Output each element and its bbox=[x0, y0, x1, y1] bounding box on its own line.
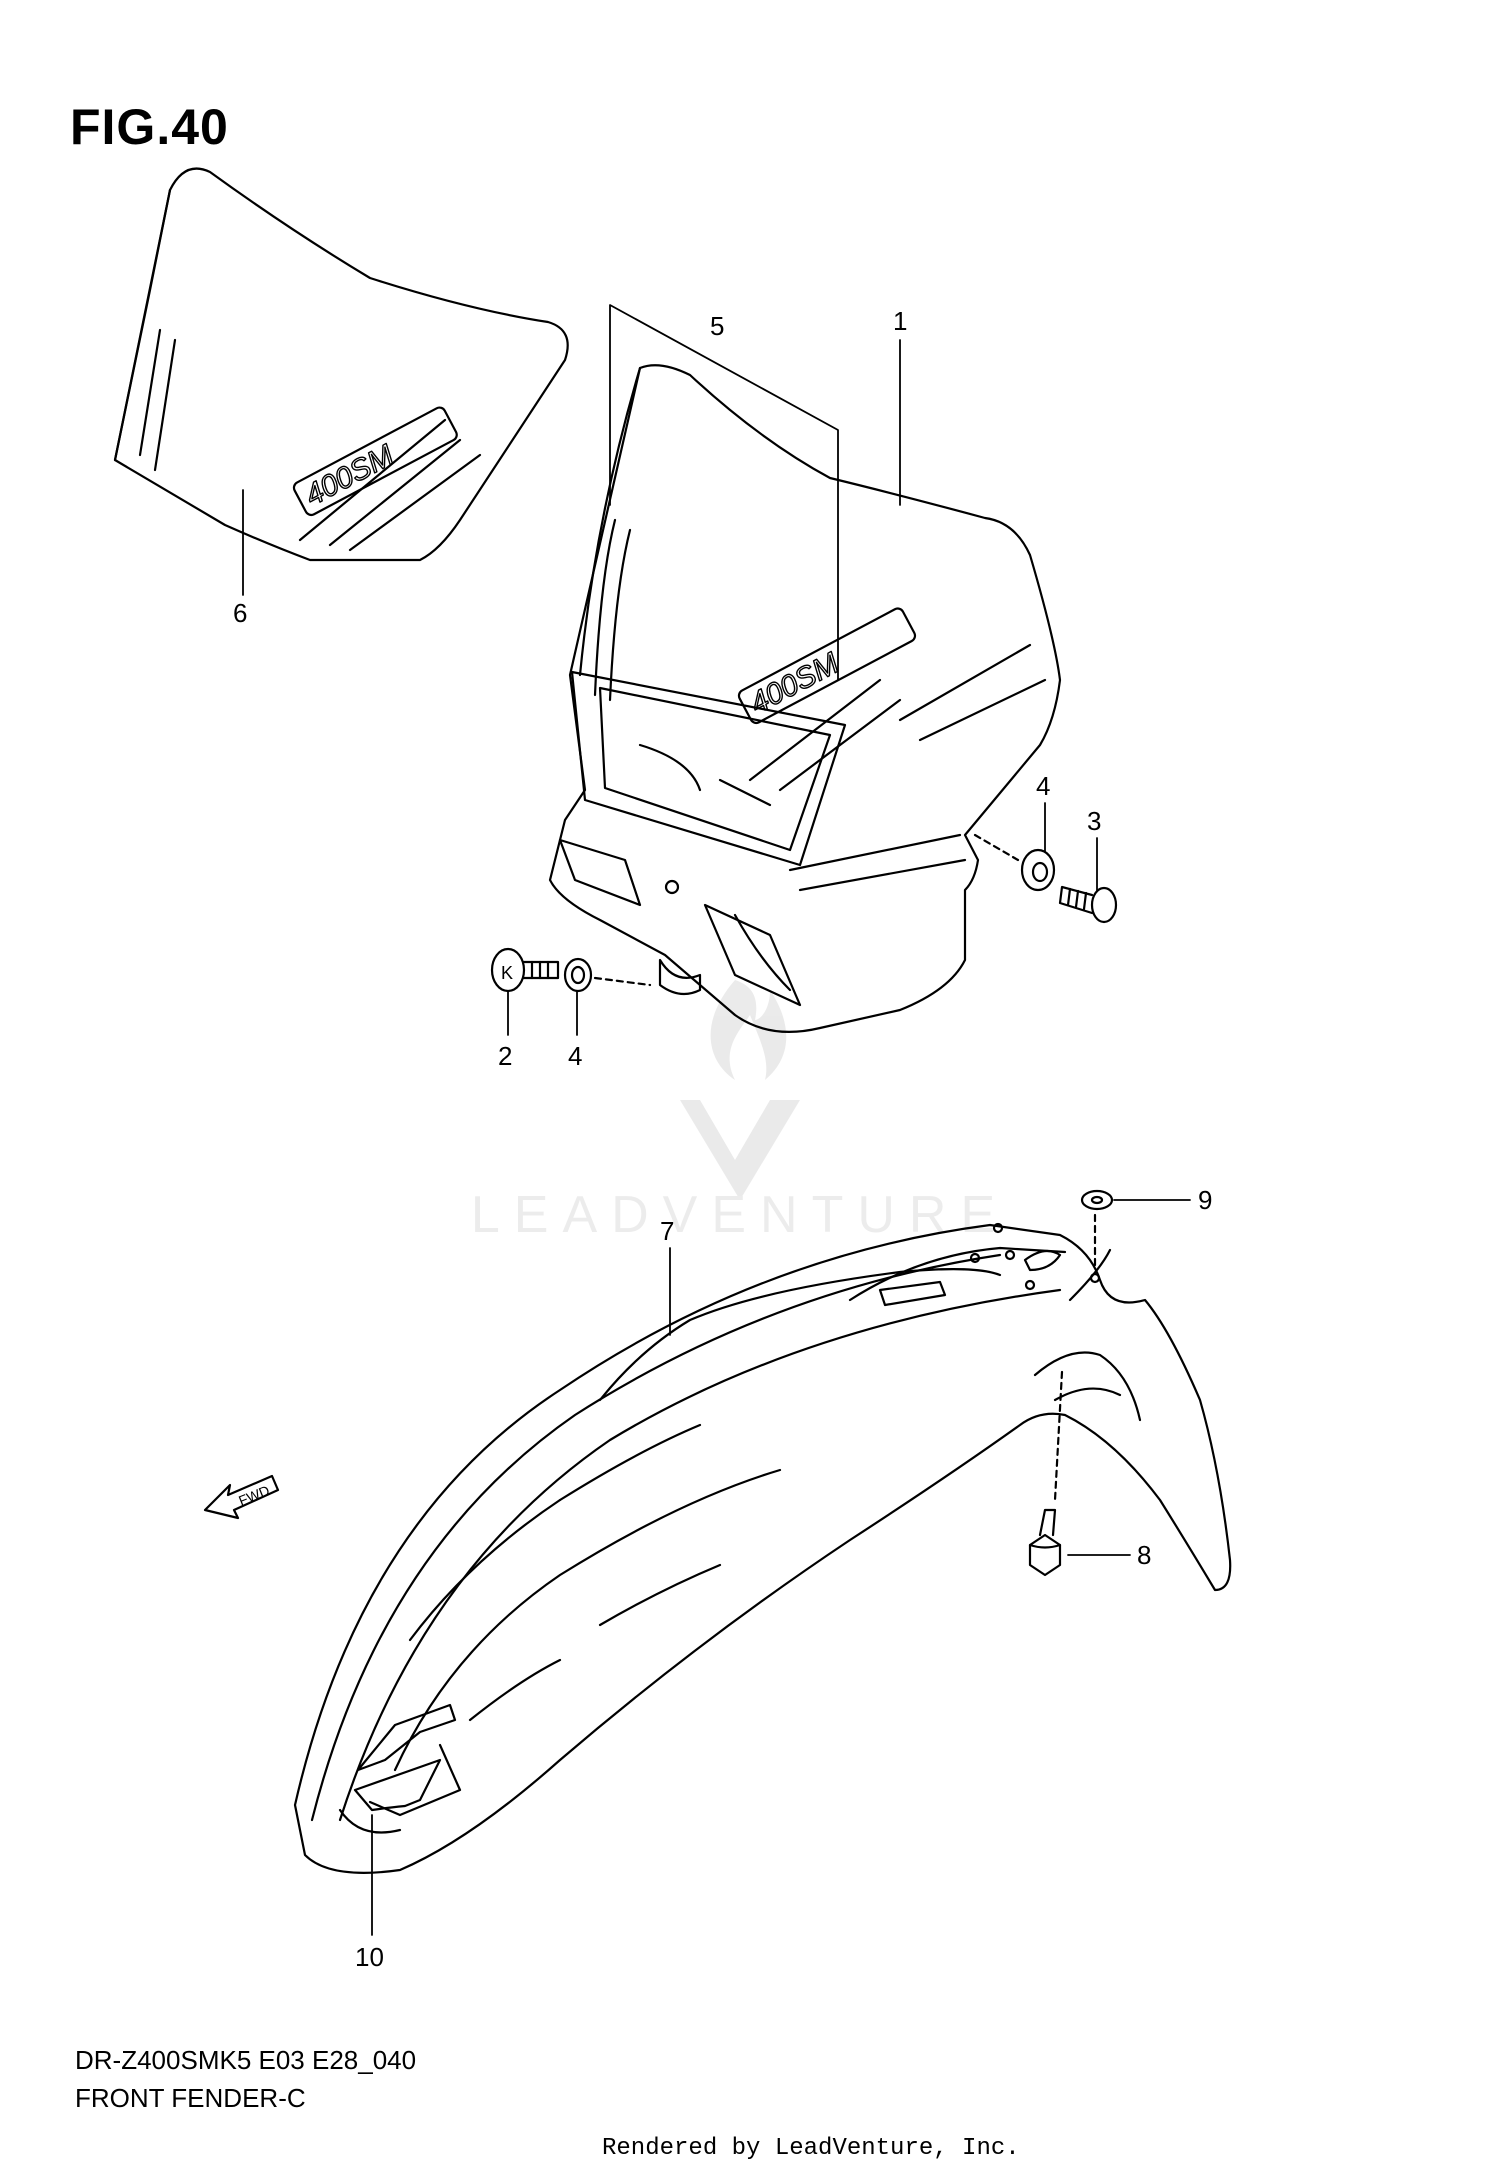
fwd-label: FWD bbox=[236, 1482, 272, 1509]
callout-3: 3 bbox=[1087, 806, 1101, 836]
headlight-cowl-part-1: 400SM bbox=[548, 364, 1062, 1033]
callout-2: 2 bbox=[498, 1041, 512, 1071]
callout-9: 9 bbox=[1198, 1185, 1212, 1215]
callout-8: 8 bbox=[1137, 1540, 1151, 1570]
bolt-part-8 bbox=[1028, 1370, 1064, 1577]
callout-10: 10 bbox=[355, 1942, 384, 1972]
grommet-part-4-right bbox=[973, 833, 1056, 892]
watermark-text: LEADVENTURE bbox=[471, 1186, 1009, 1244]
callout-labels: 1 2 3 4 4 5 6 7 8 9 10 bbox=[233, 306, 1212, 1972]
cowl-decal-text-1: 400SM bbox=[745, 647, 844, 721]
callout-4-left: 4 bbox=[568, 1041, 582, 1071]
assembly-name: FRONT FENDER-C bbox=[75, 2083, 306, 2113]
decal-set-bracket-5 bbox=[609, 304, 839, 681]
forward-direction-arrow: FWD bbox=[203, 1474, 280, 1520]
callout-6: 6 bbox=[233, 598, 247, 628]
callout-5: 5 bbox=[710, 311, 724, 341]
grommet-part-4-left bbox=[563, 957, 652, 993]
callout-4-right: 4 bbox=[1036, 771, 1050, 801]
front-fender-part-7 bbox=[293, 1222, 1232, 1874]
bolt-part-2: K bbox=[490, 947, 560, 993]
leadventure-watermark: LEADVENTURE bbox=[471, 980, 1009, 1244]
callout-1: 1 bbox=[893, 306, 907, 336]
callout-7: 7 bbox=[660, 1216, 674, 1246]
model-code: DR-Z400SMK5 E03 E28_040 bbox=[75, 2045, 417, 2075]
rendered-by-credit: Rendered by LeadVenture, Inc. bbox=[602, 2135, 1020, 2162]
visor-part-6: 400SM bbox=[113, 167, 569, 562]
screw-part-3 bbox=[1058, 885, 1118, 924]
washer-part-9 bbox=[1080, 1189, 1114, 1267]
figure-title: FIG.40 bbox=[70, 99, 229, 155]
callout-leaders bbox=[242, 339, 1191, 1936]
suzuki-logo-decal bbox=[338, 1703, 462, 1834]
svg-text:K: K bbox=[501, 963, 513, 983]
